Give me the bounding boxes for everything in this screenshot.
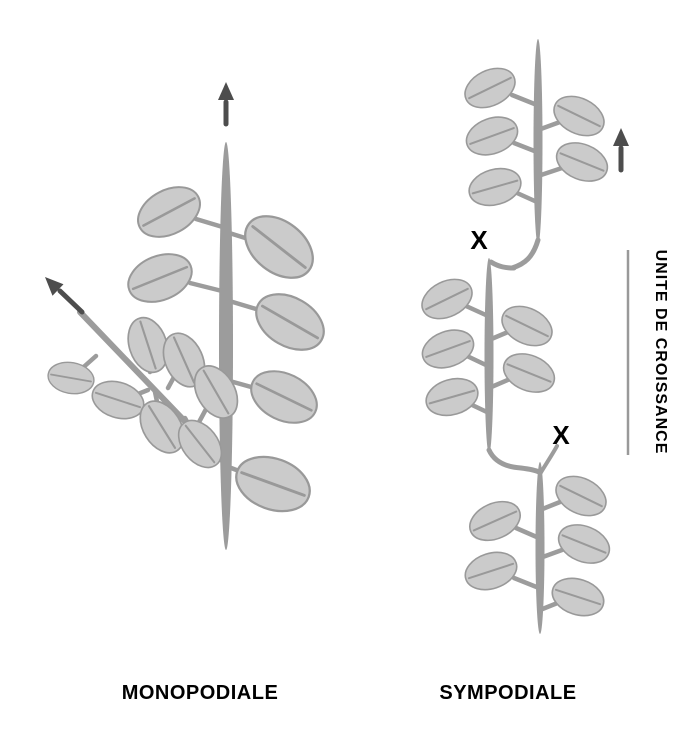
leaf [86,374,150,426]
petiole [535,119,563,133]
petiole [537,547,565,561]
leaf [416,322,480,376]
petiole [537,499,563,513]
petiole [463,303,491,319]
monopodial-label: MONOPODIALE [122,682,279,704]
leaf [241,359,327,435]
petiole [511,140,540,155]
leaf [463,161,527,213]
leaf [227,445,319,523]
stem-connector [488,259,517,271]
stem-segment-top [533,39,543,245]
petiole [464,353,491,369]
petiole [486,376,513,391]
leaf [457,59,523,117]
petiole [535,165,565,179]
petiole [467,401,492,416]
dead-apex-mark: X [470,225,488,255]
stem-connector [509,237,541,271]
stem-segment-bottom [535,462,545,634]
petiole [511,575,542,591]
stem-segment-middle [484,258,494,454]
petiole [513,525,542,541]
up-arrow-icon [218,82,234,127]
leaf [119,243,201,313]
petiole [509,92,540,108]
leaf [232,202,326,292]
stem-connector [486,447,542,475]
leaf [549,134,615,190]
sympodial-label: SYMPODIALE [439,682,576,704]
leaf [245,281,335,363]
leaf [546,571,610,623]
petiole [486,329,511,343]
up-arrow-icon [613,128,629,173]
leaf [462,493,528,549]
leaf [494,297,560,355]
petiole [514,190,540,205]
petioles [463,92,565,613]
up-left-arrow-icon [45,277,85,315]
leaf [496,345,562,401]
leaf [420,371,484,423]
main-stem [219,142,233,550]
growth-unit-label: UNITE DE CROISSANCE [652,250,669,455]
petiole [193,216,229,231]
leaf [551,516,617,572]
leaf [459,545,523,597]
leaf [414,270,480,328]
leaf [548,467,614,525]
petiole [187,280,229,295]
leaf [460,109,524,163]
leaf [128,175,210,249]
dead-apex-mark: X [552,420,570,450]
leaf [546,87,612,145]
sympodial-figure: X X UNITE DE CROISSANCE SYMPODIALE [414,39,669,704]
dead-stem-tip [538,444,559,476]
monopodial-figure: MONOPODIALE [44,82,335,704]
